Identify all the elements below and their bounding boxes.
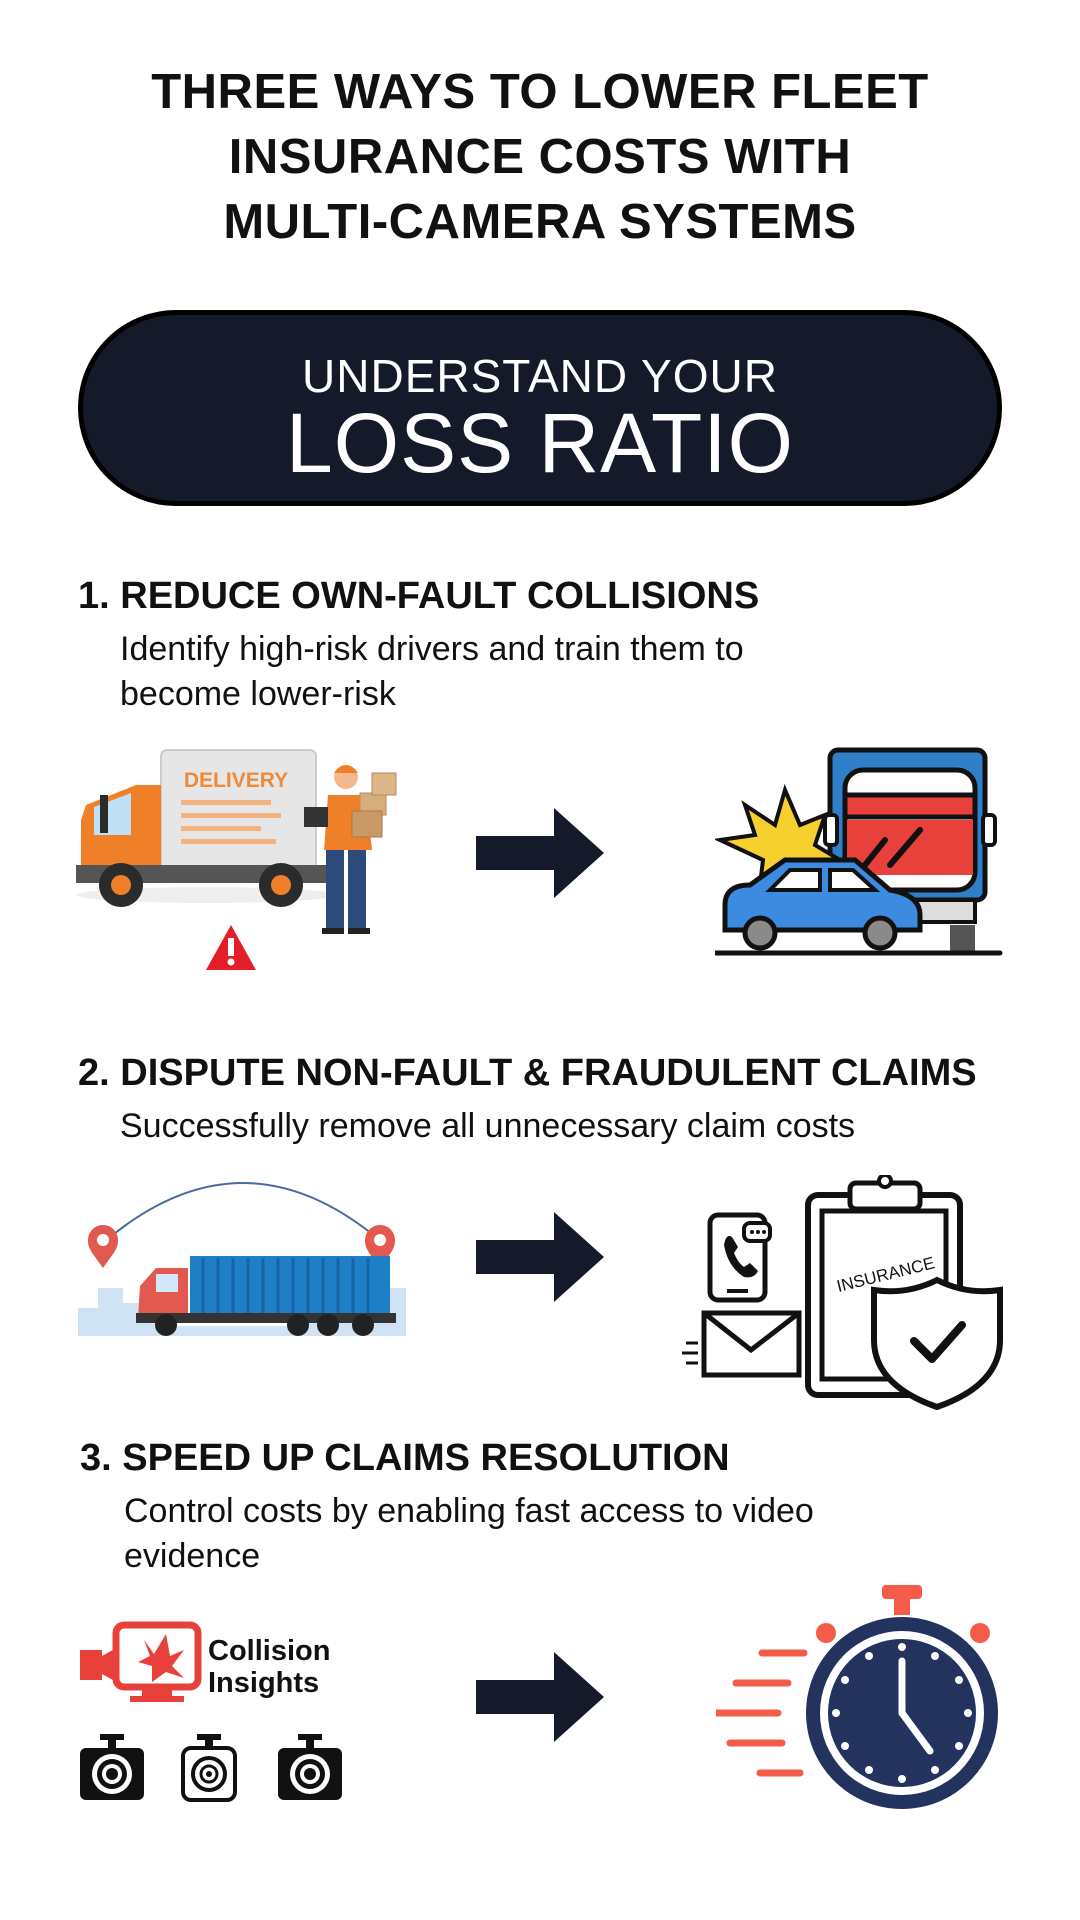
- dash-camera-icon: [278, 1734, 342, 1800]
- title-line-2: INSURANCE COSTS WITH: [228, 130, 852, 184]
- logo-text-line-1: Collision: [208, 1635, 330, 1667]
- dash-camera-icon: [181, 1734, 237, 1802]
- section-3-heading: 3. SPEED UP CLAIMS RESOLUTION: [80, 1437, 730, 1479]
- section-1-subtitle: Identify high-risk drivers and train the…: [120, 630, 744, 713]
- stopwatch-icon: [716, 1585, 998, 1809]
- section-2-heading: 2. DISPUTE NON-FAULT & FRAUDULENT CLAIMS: [78, 1052, 977, 1094]
- collision-insights-cameras-icon: Collision Insights: [80, 1621, 342, 1802]
- arrow-right-icon: [476, 1652, 604, 1742]
- container-truck-route-icon: [78, 1182, 406, 1336]
- arrow-right-icon: [476, 808, 604, 898]
- section-1-heading: 1. REDUCE OWN-FAULT COLLISIONS: [78, 575, 760, 617]
- section-3-subtitle: Control costs by enabling fast access to…: [124, 1492, 814, 1575]
- truck-car-collision-icon: [715, 747, 1003, 956]
- dash-camera-icon: [80, 1734, 144, 1800]
- loss-ratio-banner: UNDERSTAND YOUR LOSS RATIO: [78, 310, 1002, 506]
- truck-label: DELIVERY: [184, 769, 288, 792]
- banner-line-1: UNDERSTAND YOUR: [302, 350, 778, 402]
- banner-line-2: LOSS RATIO: [286, 396, 794, 490]
- logo-text-line-2: Insights: [208, 1667, 319, 1699]
- delivery-truck-with-courier-icon: DELIVERY: [76, 749, 397, 970]
- title-line-1: THREE WAYS TO LOWER FLEET: [151, 65, 929, 119]
- insurance-claim-icon: INSURANCE: [682, 1175, 1003, 1410]
- section-2-subtitle: Successfully remove all unnecessary clai…: [120, 1107, 856, 1145]
- title-line-3: MULTI-CAMERA SYSTEMS: [223, 195, 857, 249]
- arrow-right-icon: [476, 1212, 604, 1302]
- page-title: THREE WAYS TO LOWER FLEET INSURANCE COST…: [60, 60, 1020, 255]
